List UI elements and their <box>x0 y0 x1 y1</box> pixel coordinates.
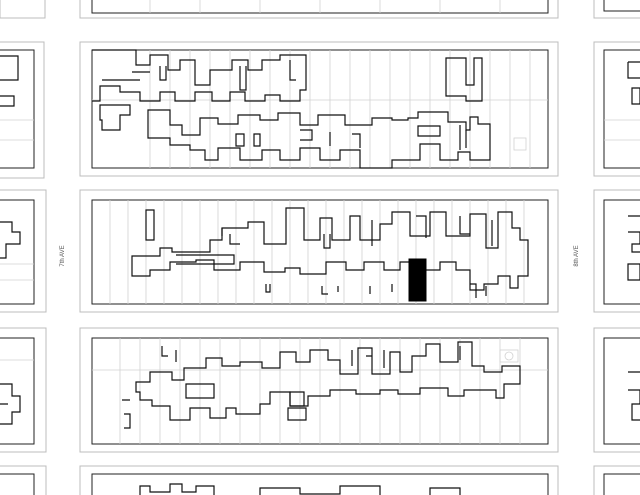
block-row-2: 7th AVE 8th AVE <box>0 189 640 313</box>
avenue-label-right: 8th AVE <box>574 245 580 266</box>
block-row-1 <box>0 41 640 179</box>
block-bottom-row <box>0 465 640 495</box>
block-top-row <box>0 0 640 19</box>
block-row-3 <box>0 327 640 453</box>
highlighted-building <box>408 258 427 302</box>
avenue-label-left: 7th AVE <box>60 245 66 266</box>
